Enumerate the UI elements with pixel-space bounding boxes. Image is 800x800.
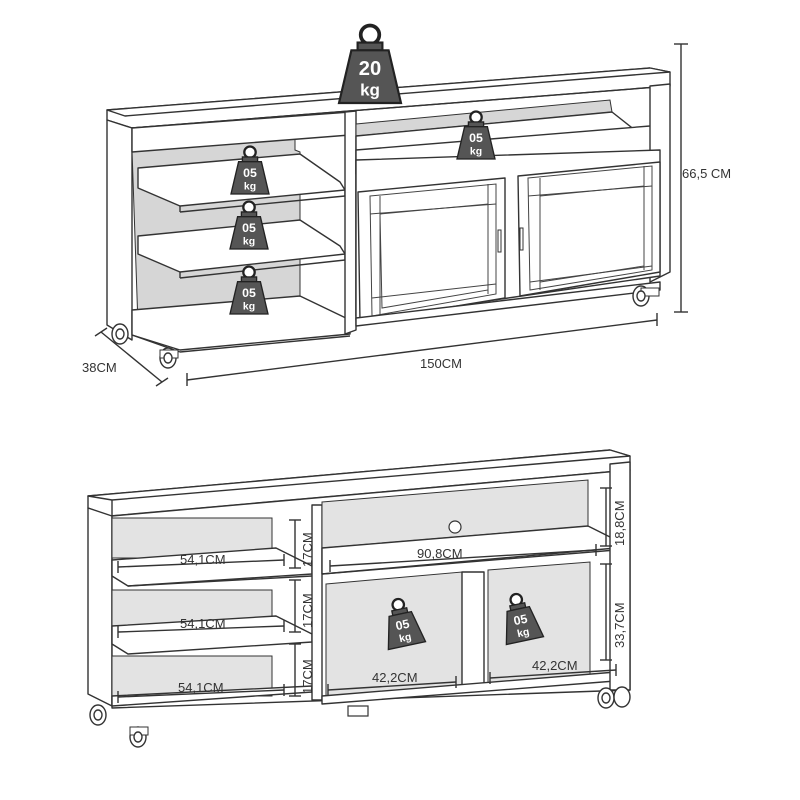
depth-label: 38CM bbox=[82, 360, 117, 375]
weight-number: 05 bbox=[242, 221, 256, 235]
weight-number: 05 bbox=[469, 131, 483, 145]
weight-unit: kg bbox=[470, 146, 482, 157]
lower-compartment-height-label: 33,7CM bbox=[612, 602, 627, 648]
left-glass-door bbox=[357, 177, 506, 323]
front-view-tv-stand bbox=[87, 449, 631, 748]
front-wheel-right bbox=[597, 686, 631, 709]
lower-divider bbox=[461, 571, 485, 691]
front-wheel-center bbox=[129, 726, 149, 748]
weight-unit: kg bbox=[244, 181, 256, 192]
weight-unit: kg bbox=[243, 301, 255, 312]
front-center-divider bbox=[311, 504, 323, 701]
width-label: 150CM bbox=[420, 356, 462, 371]
weight-unit: kg bbox=[243, 236, 255, 247]
front-dimensions: 54,1CM 54,1CM 54,1CM 17CM 17CM 17CM 90,8… bbox=[117, 487, 627, 703]
left-door-handle bbox=[497, 229, 502, 253]
front-wheel-left bbox=[89, 704, 107, 726]
gap-2-label: 17CM bbox=[300, 593, 315, 628]
weight-number: 05 bbox=[242, 286, 256, 300]
left-shelf-3-width: 54,1CM bbox=[178, 680, 224, 695]
gap-3-label: 17CM bbox=[300, 659, 315, 694]
top-compartment-width-label: 90,8CM bbox=[417, 546, 463, 561]
weight-number: 05 bbox=[512, 612, 528, 629]
left-shelf-2-width: 54,1CM bbox=[180, 616, 226, 631]
weight-number: 20 bbox=[359, 58, 381, 80]
right-glass-door bbox=[517, 161, 661, 297]
gap-1-label: 17CM bbox=[300, 532, 315, 567]
weight-unit: kg bbox=[516, 627, 530, 640]
front-wheel-mid bbox=[347, 705, 369, 717]
center-divider bbox=[344, 110, 357, 335]
dimension-height: 66,5 CM bbox=[674, 43, 731, 313]
weight-number: 05 bbox=[243, 166, 257, 180]
wheel-front-left bbox=[111, 323, 129, 345]
weight-unit: kg bbox=[360, 80, 380, 99]
top-compartment-height-label: 18,8CM bbox=[612, 500, 627, 546]
isometric-tv-stand bbox=[106, 67, 671, 369]
dimension-depth: 38CM bbox=[82, 327, 169, 387]
lower-right-width-label: 42,2CM bbox=[532, 658, 578, 673]
left-shelf-1-width: 54,1CM bbox=[180, 552, 226, 567]
wheel-front-center bbox=[159, 347, 179, 369]
dimension-width: 150CM bbox=[186, 313, 658, 386]
right-door-handle bbox=[519, 227, 524, 251]
left-side-panel bbox=[106, 119, 133, 341]
lower-left-width-label: 42,2CM bbox=[372, 670, 418, 685]
weight-number: 05 bbox=[394, 617, 410, 634]
wheel-back-right bbox=[632, 285, 660, 307]
front-left-side bbox=[87, 507, 113, 707]
weight-unit: kg bbox=[398, 632, 412, 645]
cable-hole bbox=[448, 520, 462, 534]
height-label: 66,5 CM bbox=[682, 166, 731, 181]
